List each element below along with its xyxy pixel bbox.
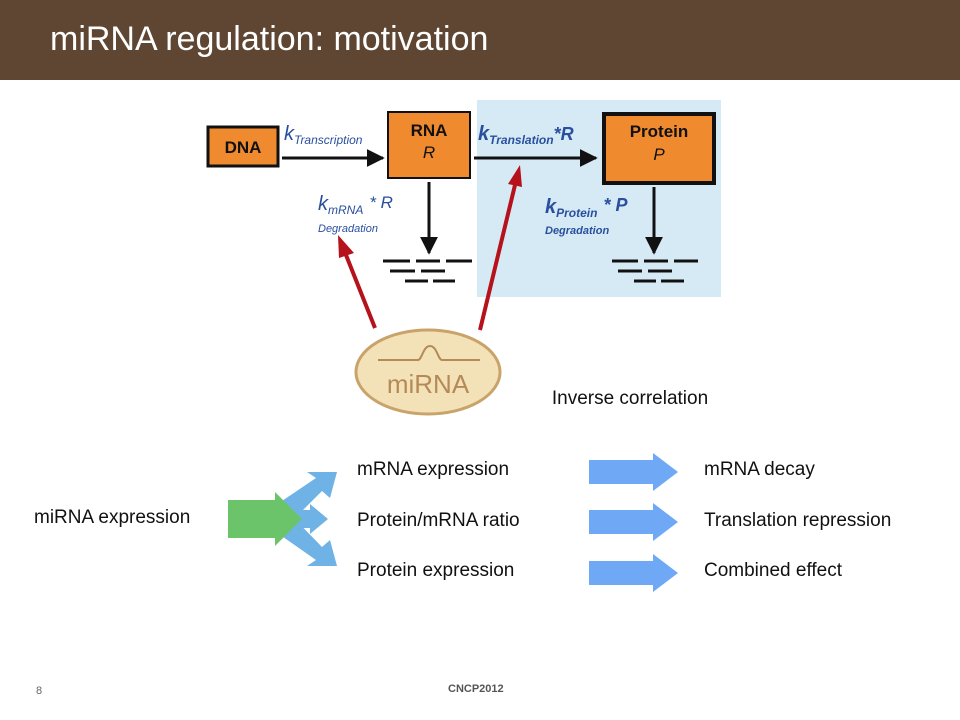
translation-repression-arrow (589, 503, 678, 541)
rna-symbol: R (423, 143, 435, 162)
footer-conference: CNCP2012 (448, 683, 504, 695)
inverse-correlation-label: Inverse correlation (551, 388, 709, 409)
green-source-arrow (228, 492, 302, 546)
mrna-fragments-icon (383, 259, 472, 283)
protein-label: Protein (630, 122, 689, 141)
translation-rate-label: kTranslation*R (478, 123, 574, 147)
protein-box (602, 112, 716, 185)
mrna-degradation-rate-label: kmRNA* R (318, 193, 393, 217)
measure-mrna-expression: mRNA expression (357, 459, 510, 480)
protein-degradation-rate-label: kProtein* P (545, 195, 628, 220)
rna-box (387, 111, 471, 179)
mirna-to-translation-arrow (478, 165, 522, 331)
effect-combined-effect: Combined effect (704, 560, 843, 581)
title-bar: miRNA regulation: motivation (0, 0, 960, 80)
effect-translation-repression: Translation repression (704, 510, 892, 531)
mirna-label: miRNA (387, 369, 470, 399)
dna-box (206, 125, 280, 168)
measure-protein-expression: Protein expression (357, 560, 515, 581)
transcription-rate-label: kTranscription (284, 123, 363, 147)
measure-protein-mrna-ratio: Protein/mRNA ratio (357, 510, 520, 531)
combined-effect-arrow (589, 554, 678, 592)
protein-degradation-label: Degradation (545, 225, 609, 237)
effect-mrna-decay: mRNA decay (704, 459, 815, 480)
dna-label: DNA (225, 138, 262, 157)
mirna-capsule (354, 328, 502, 416)
mirna-to-mrna-degradation-arrow (338, 235, 377, 329)
rna-label: RNA (411, 121, 448, 140)
mrna-degradation-label: Degradation (318, 223, 378, 235)
mirna-expression-label: miRNA expression (34, 507, 191, 528)
protein-fragments-icon (612, 259, 698, 283)
mrna-decay-arrow (589, 453, 678, 491)
slide-title: miRNA regulation: motivation (50, 20, 489, 58)
protein-symbol: P (653, 145, 665, 164)
page-number: 8 (36, 685, 43, 697)
mirna-strand-icon (378, 344, 480, 361)
